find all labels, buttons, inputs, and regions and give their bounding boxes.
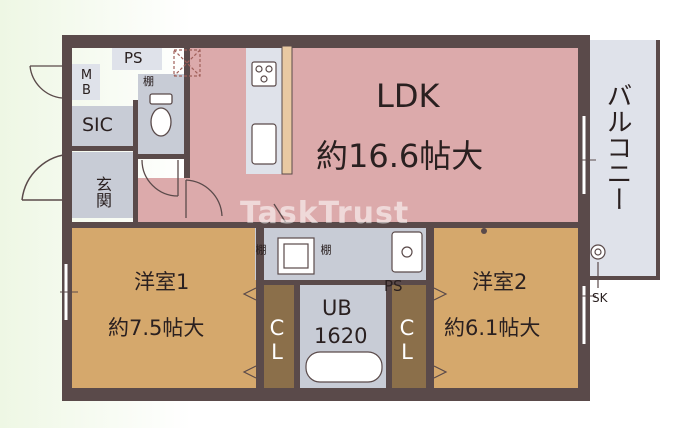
window-ticks — [60, 159, 596, 400]
wall-dots — [219, 222, 531, 234]
bathtub — [305, 351, 383, 383]
wall-balcony-right — [656, 40, 660, 280]
entrance-area — [72, 152, 134, 218]
toilet-fixture — [149, 93, 173, 137]
western1-size: 約7.5帖大 — [108, 316, 205, 340]
wall-bottom — [62, 388, 590, 401]
western2-size: 約6.1帖大 — [444, 316, 541, 340]
wall-mid-left — [256, 228, 264, 388]
entrance-door — [21, 153, 73, 201]
kitchen-stove — [251, 61, 277, 87]
mb-area — [72, 64, 100, 100]
closet1-area — [263, 284, 295, 388]
western1-area — [70, 228, 256, 388]
wall-bath-right — [386, 284, 392, 388]
shelf-left-label: 棚 — [254, 244, 267, 255]
wash-basin — [391, 231, 423, 273]
wall-entrance-right — [133, 100, 138, 228]
wall-right — [578, 35, 590, 401]
ub-size: 1620 — [314, 324, 368, 348]
sic-area — [72, 106, 134, 148]
wall-balcony-bottom — [590, 276, 660, 280]
ps-top-area — [112, 48, 162, 70]
balcony-area — [590, 40, 656, 280]
sk-faucet — [590, 244, 606, 288]
ps-bath-name: PS — [384, 277, 403, 295]
sk-label: SK — [592, 291, 608, 305]
mb-door — [29, 65, 63, 99]
range-hood — [173, 49, 201, 77]
western2-area — [426, 226, 578, 388]
shelf-toilet-label: 棚 — [143, 75, 154, 88]
closet2-name: CL — [395, 316, 419, 364]
western2-name: 洋室2 — [472, 270, 528, 294]
wall-rooms-top — [72, 222, 578, 228]
corridor-area — [137, 178, 193, 226]
ldk-name: LDK — [376, 77, 440, 115]
entrance-name: 玄関 — [93, 176, 112, 208]
closet2-area — [392, 284, 426, 388]
ub-name: UB — [322, 296, 352, 320]
ldk-door — [185, 179, 223, 218]
sic-name: SIC — [82, 114, 113, 136]
watermark: TaskTrust — [240, 196, 410, 231]
wall-bath-top — [264, 280, 426, 285]
wall-sic-bottom — [72, 146, 134, 151]
wall-closet1-right — [294, 284, 300, 388]
wall-top — [62, 35, 590, 48]
mb-name: MB — [79, 68, 94, 98]
washroom-door — [266, 203, 289, 227]
wall-toilet-bottom — [138, 154, 186, 159]
closet-markers — [242, 287, 448, 379]
washing-machine-pan — [277, 237, 315, 275]
wall-left — [62, 35, 72, 401]
ldk-size: 約16.6帖大 — [316, 137, 484, 175]
toilet-door — [141, 159, 179, 197]
kitchen-counter-edge — [281, 45, 293, 175]
balcony-name: バルコニー — [602, 82, 632, 212]
closet1-name: CL — [265, 316, 289, 364]
western1-name: 洋室1 — [134, 270, 190, 294]
wall-ldk-west — [184, 48, 190, 178]
ps-top-name: PS — [124, 49, 143, 67]
wall-mid-right — [426, 226, 434, 388]
kitchen-sink — [251, 123, 277, 165]
shelf-right-label: 棚 — [319, 244, 332, 255]
